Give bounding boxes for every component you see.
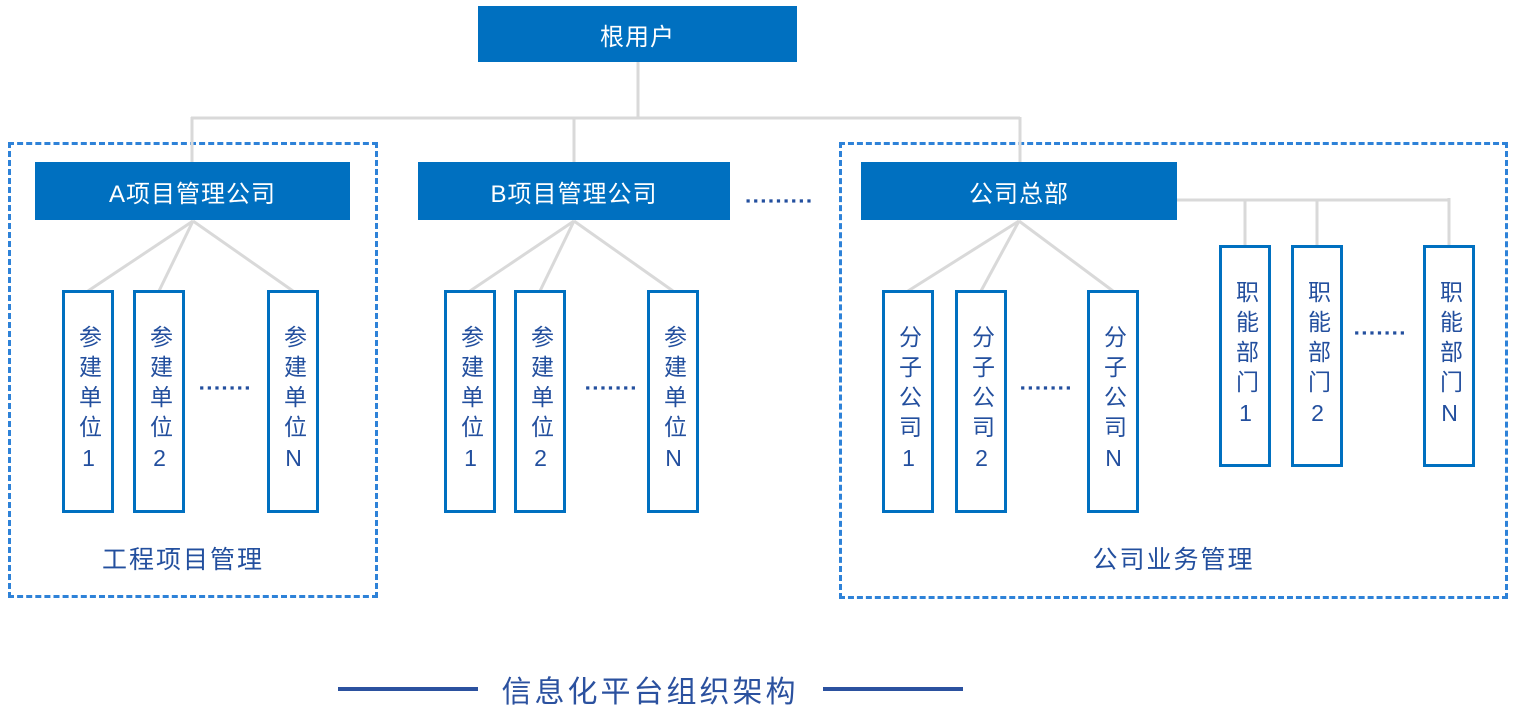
- node-department-1: 职能部门1: [1219, 245, 1271, 467]
- caption-left-rule: [337, 687, 478, 691]
- node-department-n: 职能部门N: [1423, 245, 1475, 467]
- node-subsidiary-n: 分子公司N: [1087, 290, 1139, 513]
- diagram-caption: 信息化平台组织架构: [300, 666, 1000, 712]
- node-subsidiary-2: 分子公司2: [955, 290, 1007, 513]
- ellipsis-a-units: ▪▪▪▪▪▪▪: [199, 379, 253, 395]
- node-a-unit-1: 参建单位1: [62, 290, 114, 513]
- node-a-unit-1-label: 参建单位1: [75, 325, 102, 478]
- node-company-a: A项目管理公司: [35, 162, 350, 220]
- connector-b-fan-2: [538, 220, 576, 292]
- caption-right-rule: [822, 687, 963, 691]
- connector-b-fan-1: [469, 219, 575, 293]
- node-subsidiary-1: 分子公司1: [882, 290, 934, 513]
- node-company-hq: 公司总部: [861, 162, 1177, 220]
- zone-label-engineering-project-management: 工程项目管理: [101, 546, 264, 574]
- node-department-2: 职能部门2: [1291, 245, 1343, 467]
- node-department-1-label: 职能部门1: [1232, 279, 1259, 433]
- node-department-2-label: 职能部门2: [1304, 279, 1331, 433]
- node-a-unit-2: 参建单位2: [133, 290, 185, 513]
- node-subsidiary-1-label: 分子公司1: [895, 325, 922, 478]
- node-department-n-label: 职能部门N: [1436, 279, 1463, 433]
- node-root-user: 根用户: [478, 6, 797, 62]
- node-b-unit-1-label: 参建单位1: [457, 325, 484, 478]
- node-b-unit-2: 参建单位2: [514, 290, 566, 513]
- node-a-unit-2-label: 参建单位2: [146, 325, 173, 478]
- node-subsidiary-n-label: 分子公司N: [1100, 325, 1127, 478]
- node-a-unit-n-label: 参建单位N: [280, 325, 307, 478]
- node-a-unit-n: 参建单位N: [267, 290, 319, 513]
- ellipsis-more-companies: ▪▪▪▪▪▪▪▪▪: [745, 192, 815, 208]
- caption-text: 信息化平台组织架构: [501, 676, 799, 709]
- node-b-unit-2-label: 参建单位2: [527, 325, 554, 478]
- ellipsis-departments: ▪▪▪▪▪▪▪: [1354, 324, 1408, 340]
- ellipsis-b-units: ▪▪▪▪▪▪▪: [585, 379, 639, 395]
- zone-company-business-management: [839, 142, 1508, 599]
- node-b-unit-n-label: 参建单位N: [660, 325, 687, 478]
- node-company-b: B项目管理公司: [418, 162, 730, 220]
- node-b-unit-1: 参建单位1: [444, 290, 496, 513]
- node-b-unit-n: 参建单位N: [647, 290, 699, 513]
- connector-b-fan-n: [573, 219, 674, 293]
- node-subsidiary-2-label: 分子公司2: [968, 325, 995, 478]
- ellipsis-subsidiaries: ▪▪▪▪▪▪▪: [1020, 379, 1074, 395]
- zone-label-company-business-management: 公司业务管理: [1092, 546, 1255, 574]
